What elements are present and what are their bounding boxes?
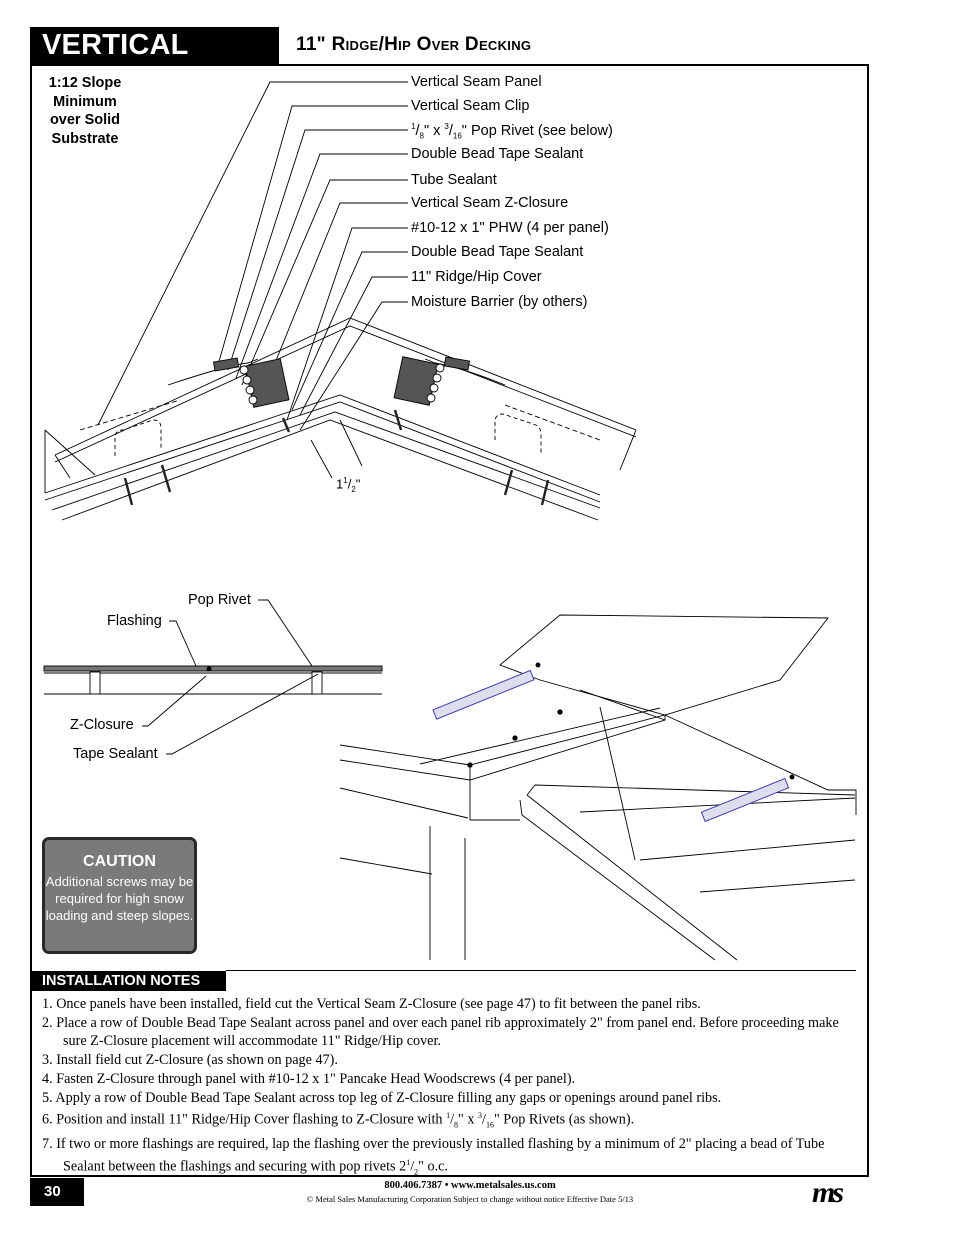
detail-pop-rivet: Pop Rivet xyxy=(188,592,251,608)
note-3: 3. Install field cut Z-Closure (as shown… xyxy=(42,1052,338,1069)
callout-screw: #10-12 x 1" PHW (4 per panel) xyxy=(411,220,609,236)
company-logo: ms xyxy=(812,1176,844,1209)
callout-rivet: 1/8" x 3/16" Pop Rivet (see below) xyxy=(411,122,613,141)
callout-tape-2: Double Bead Tape Sealant xyxy=(411,244,584,260)
note-2: 2. Place a row of Double Bead Tape Seala… xyxy=(42,1014,839,1050)
callout-clip: Vertical Seam Clip xyxy=(411,98,530,114)
page-title: VERTICAL SEAM xyxy=(30,27,279,98)
content-frame xyxy=(30,64,869,1177)
note-6: 6. Position and install 11" Ridge/Hip Co… xyxy=(42,1111,635,1130)
caution-body: Additional screws may be required for hi… xyxy=(45,874,194,923)
callout-cover: 11" Ridge/Hip Cover xyxy=(411,269,542,285)
caution-box: CAUTION Additional screws may be require… xyxy=(42,837,197,954)
footer-contact: 800.406.7387 • www.metalsales.us.com xyxy=(384,1180,556,1191)
callout-tube: Tube Sealant xyxy=(411,172,497,188)
slope-note: 1:12 Slope Minimum over Solid Substrate xyxy=(48,75,122,147)
detail-z-closure: Z-Closure xyxy=(70,717,134,733)
callout-leaders xyxy=(97,81,408,431)
note-5: 5. Apply a row of Double Bead Tape Seala… xyxy=(42,1089,722,1106)
footer-legal: © Metal Sales Manufacturing Corporation … xyxy=(306,1194,634,1204)
detail-flashing: Flashing xyxy=(107,613,162,629)
note-7: 7. If two or more flashings are required… xyxy=(42,1136,825,1177)
callout-zclosure: Vertical Seam Z-Closure xyxy=(411,195,569,211)
ridge-section xyxy=(44,317,637,521)
installation-heading: INSTALLATION NOTES xyxy=(30,971,226,991)
dimension-label: 11/2" xyxy=(336,476,361,494)
callout-panel: Vertical Seam Panel xyxy=(411,74,542,90)
detail-tape-sealant: Tape Sealant xyxy=(73,746,158,762)
rivet-detail xyxy=(43,599,383,755)
note-1: 1. Once panels have been installed, fiel… xyxy=(42,996,701,1012)
page-subtitle: 11" Ridge/Hip Over Decking xyxy=(296,34,532,55)
caution-title: CAUTION xyxy=(83,853,156,870)
installation-notes: 1. Once panels have been installed, fiel… xyxy=(42,995,842,1182)
notes-divider xyxy=(226,970,856,971)
page-number: 30 xyxy=(30,1178,84,1206)
note-4: 4. Fasten Z-Closure through panel with #… xyxy=(42,1070,576,1087)
isometric-view xyxy=(339,614,857,961)
callout-barrier: Moisture Barrier (by others) xyxy=(411,294,588,310)
callout-tape-1: Double Bead Tape Sealant xyxy=(411,146,584,162)
